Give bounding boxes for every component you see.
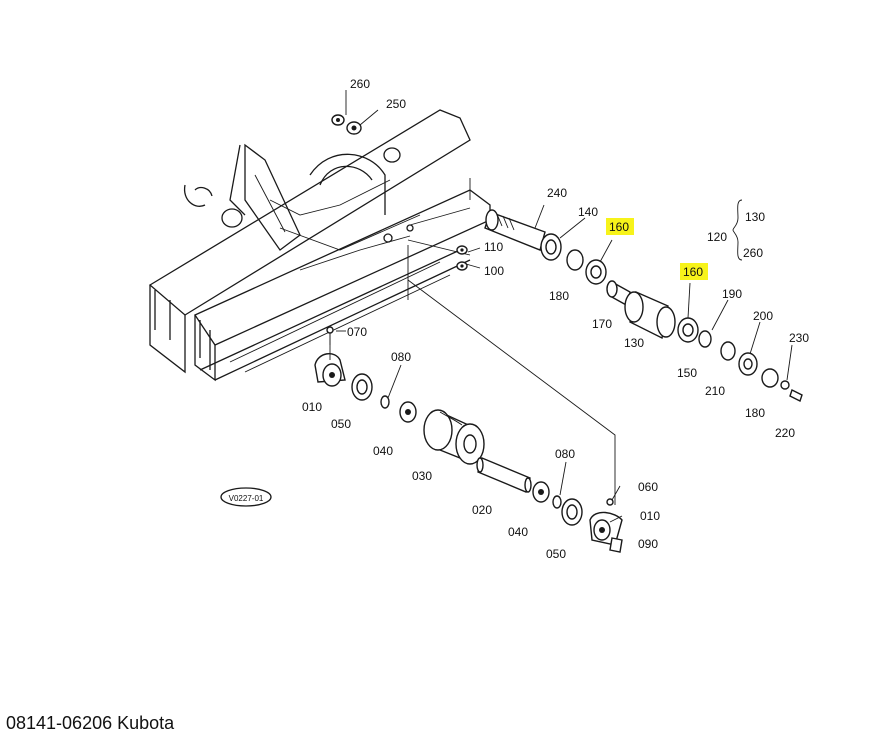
drawing-stamp: V0227-01 xyxy=(220,487,272,507)
callout-180: 180 xyxy=(549,289,569,303)
part-number-caption: 08141-06206 Kubota xyxy=(6,713,175,733)
callout-140: 140 xyxy=(578,205,598,219)
callout-040: 040 xyxy=(508,525,528,539)
callout-080: 080 xyxy=(391,350,411,364)
callout-050: 050 xyxy=(546,547,566,561)
callout-110: 110 xyxy=(484,240,503,254)
callout-230: 230 xyxy=(789,331,809,345)
callout-050: 050 xyxy=(331,417,351,431)
callout-240: 240 xyxy=(547,186,567,200)
callout-010: 010 xyxy=(640,509,660,523)
callout-160: 160 xyxy=(683,265,703,279)
highlight-160-upper xyxy=(606,218,634,235)
upper-roller-assembly xyxy=(484,209,803,402)
callout-120: 120 xyxy=(707,230,727,244)
stamp-text: V0227-01 xyxy=(229,494,264,503)
callout-220: 220 xyxy=(775,426,795,440)
callout-130: 130 xyxy=(624,336,644,350)
callout-040: 040 xyxy=(373,444,393,458)
callout-250: 250 xyxy=(386,97,406,111)
callout-060: 060 xyxy=(638,480,658,494)
callout-030: 030 xyxy=(412,469,432,483)
callout-090: 090 xyxy=(638,537,658,551)
callout-070: 070 xyxy=(347,325,367,339)
callout-080: 080 xyxy=(555,447,575,461)
callout-260: 260 xyxy=(350,77,370,91)
callout-150: 150 xyxy=(677,366,697,380)
callout-labels: 260 250 240 140 160 180 170 130 160 190 … xyxy=(302,77,809,561)
callout-200: 200 xyxy=(753,309,773,323)
callout-180: 180 xyxy=(745,406,765,420)
callout-210: 210 xyxy=(705,384,725,398)
bolts-110-100 xyxy=(456,245,468,271)
callout-130: 130 xyxy=(745,210,765,224)
track-frame xyxy=(148,109,491,382)
callout-brace-120 xyxy=(732,199,743,261)
callout-190: 190 xyxy=(722,287,742,301)
callout-160: 160 xyxy=(609,220,629,234)
callout-020: 020 xyxy=(472,503,492,517)
callout-leaders xyxy=(336,90,793,523)
callout-100: 100 xyxy=(484,264,504,278)
callout-010: 010 xyxy=(302,400,322,414)
highlight-160-lower xyxy=(680,263,708,280)
lower-roller-assembly xyxy=(314,326,623,553)
callout-170: 170 xyxy=(592,317,612,331)
callout-260: 260 xyxy=(743,246,763,260)
